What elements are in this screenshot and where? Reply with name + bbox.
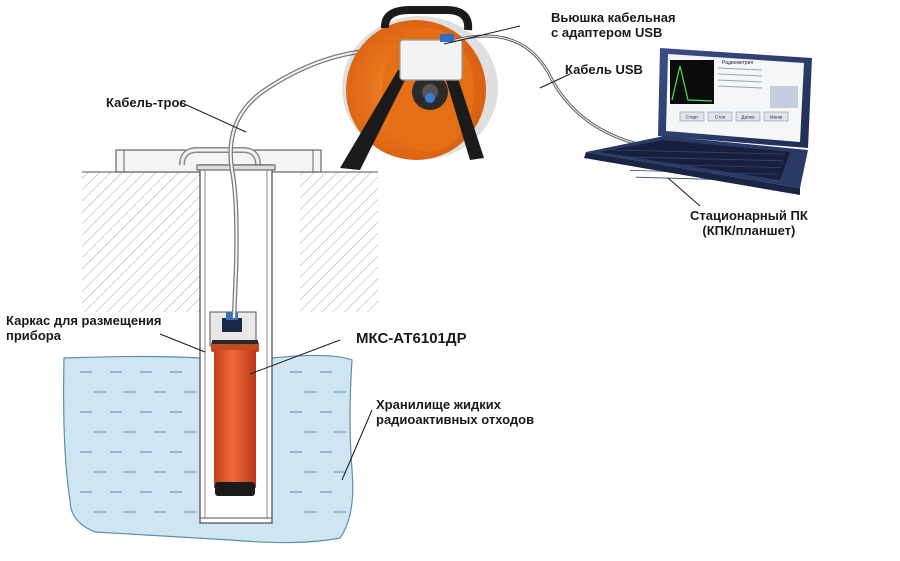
- leader-lines: [159, 25, 701, 481]
- screen-button-label: Старт: [686, 115, 698, 120]
- label-usb-cable: Кабель USB: [565, 62, 643, 77]
- label-device: МКС-АТ6101ДР: [356, 330, 467, 347]
- label-cable-rope: Кабель-трос: [106, 95, 187, 110]
- label-frame-line1: Каркас для размещения: [6, 313, 162, 328]
- probe-device: [211, 340, 259, 496]
- cable-rope: [228, 47, 403, 319]
- keyboard-row: [611, 149, 786, 155]
- label-cable-reel-line2: с адаптером USB: [551, 25, 663, 40]
- label-storage: Хранилище жидких радиоактивных отходов: [376, 397, 534, 427]
- ground: [82, 171, 378, 312]
- label-pc-line1: Стационарный ПК: [690, 208, 808, 223]
- screen-button-label: Далее: [741, 115, 755, 120]
- screen-button: [679, 111, 705, 122]
- water-ripples: [80, 371, 346, 513]
- screen-title: Радиометрия: [722, 60, 753, 66]
- screen-button-label: Меню: [770, 115, 783, 120]
- screen-button-label: Стоп: [715, 115, 726, 120]
- label-pc-line2: (КПК/планшет): [702, 223, 796, 238]
- label-cable-reel-line1: Вьюшка кабельная: [551, 10, 676, 25]
- screen-button: [735, 111, 761, 122]
- label-frame: Каркас для размещения прибора: [6, 313, 162, 343]
- keyboard-row: [617, 156, 784, 162]
- screen-button: [707, 111, 733, 122]
- cable-reel: [340, 6, 498, 170]
- label-frame-line2: прибора: [6, 328, 61, 343]
- screen-button: [763, 111, 789, 122]
- label-storage-line1: Хранилище жидких: [376, 397, 501, 412]
- label-pc: Стационарный ПК (КПК/планшет): [690, 208, 808, 238]
- label-storage-line2: радиоактивных отходов: [376, 412, 535, 427]
- label-cable-reel: Вьюшка кабельная с адаптером USB: [551, 10, 676, 40]
